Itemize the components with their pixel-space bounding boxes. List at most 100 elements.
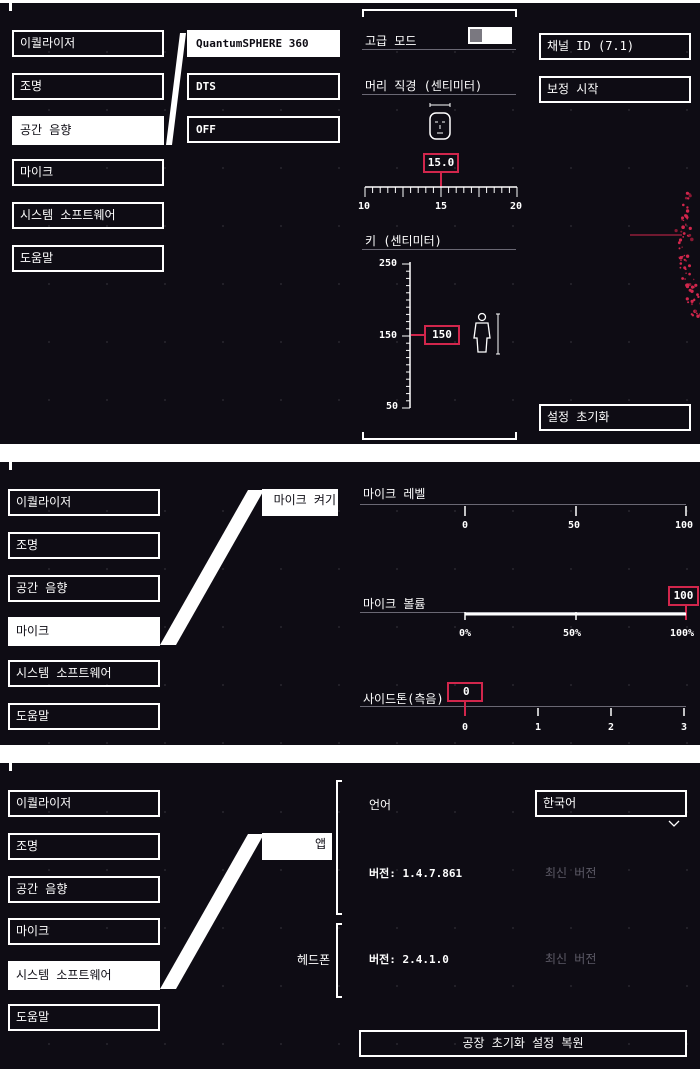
nav-help[interactable]: 도움말 [12, 245, 164, 272]
particle [683, 254, 686, 257]
nav-system-software[interactable]: 시스템 소프트웨어 [12, 202, 164, 229]
nav-system-software[interactable]: 시스템 소프트웨어 [8, 961, 160, 990]
nav-equalizer[interactable]: 이퀄라이저 [12, 30, 164, 57]
particle [696, 314, 700, 318]
nav-system-software[interactable]: 시스템 소프트웨어 [8, 660, 160, 687]
calibrate-button[interactable]: 보정 시작 [539, 76, 691, 103]
language-select[interactable]: 한국어 [535, 790, 687, 817]
sound-field-visual [630, 191, 700, 318]
particle [685, 191, 689, 195]
particle [680, 259, 682, 262]
particle [683, 219, 685, 222]
sidetone-value[interactable]: 0 [447, 682, 483, 702]
head-tick-20: 20 [510, 201, 523, 212]
app-tab[interactable]: 앱 [262, 833, 332, 860]
particle [685, 272, 687, 274]
nav-spatial-audio[interactable]: 공간 음향 [8, 575, 160, 602]
particle [688, 226, 692, 230]
channel-id-button[interactable]: 채널 ID (7.1) [539, 33, 691, 60]
language-label: 언어 [369, 798, 392, 812]
particle [694, 309, 698, 313]
particle [681, 246, 683, 248]
mic-volume-value[interactable]: 100 [668, 586, 699, 606]
selection-connector [160, 834, 264, 989]
particle [686, 206, 689, 209]
headphone-latest-status: 최신 버전 [545, 952, 597, 966]
particle [697, 295, 700, 299]
spatial-audio-panel: 이퀄라이저 조명 공간 음향 마이크 시스템 소프트웨어 도움말 Quantum… [0, 3, 700, 444]
panel-marker [9, 763, 12, 771]
particle [679, 256, 683, 260]
head-diameter-value[interactable]: 15.0 [423, 153, 459, 173]
nav-equalizer[interactable]: 이퀄라이저 [8, 489, 160, 516]
spatial-option-dts[interactable]: DTS [187, 73, 340, 100]
factory-reset-button[interactable]: 공장 초기화 설정 복원 [359, 1030, 687, 1057]
particle [678, 238, 683, 242]
particle [681, 216, 684, 220]
particle [690, 237, 694, 242]
nav-lighting[interactable]: 조명 [12, 73, 164, 100]
particle [684, 268, 687, 271]
particle [685, 285, 690, 289]
reset-settings-button[interactable]: 설정 초기화 [539, 404, 691, 431]
spatial-option-quantumsphere[interactable]: QuantumSPHERE 360 [187, 30, 340, 57]
particle [674, 229, 678, 233]
microphone-panel: 이퀄라이저 조명 공간 음향 마이크 시스템 소프트웨어 도움말 마이크 켜기 … [0, 462, 700, 745]
divider [360, 504, 686, 505]
particle [687, 197, 690, 200]
particle [678, 247, 681, 250]
mic-volume-label: 마이크 볼륨 [363, 597, 426, 611]
particle [687, 301, 690, 304]
nav-help[interactable]: 도움말 [8, 1004, 160, 1031]
particle [688, 264, 691, 268]
sidetone-slider[interactable] [462, 702, 700, 718]
chevron-down-icon[interactable] [668, 820, 680, 828]
particle [688, 233, 692, 237]
nav-microphone[interactable]: 마이크 [8, 617, 160, 646]
mic-level-label: 마이크 레벨 [363, 487, 426, 501]
particle [678, 256, 680, 258]
bottom-bracket [362, 432, 517, 440]
nav-spatial-audio[interactable]: 공간 음향 [12, 116, 164, 145]
particle [682, 203, 685, 207]
particle [677, 241, 681, 245]
sidetone-tick-1: 1 [535, 722, 542, 733]
mic-volume-slider[interactable] [462, 606, 700, 624]
particle [694, 283, 698, 287]
head-diameter-slider[interactable] [360, 173, 520, 197]
height-label: 키 (센티미터) [365, 234, 442, 248]
height-value[interactable]: 150 [424, 325, 460, 345]
height-slider[interactable] [402, 258, 422, 418]
particle [690, 303, 694, 306]
nav-lighting[interactable]: 조명 [8, 532, 160, 559]
nav-microphone[interactable]: 마이크 [12, 159, 164, 186]
particle [679, 266, 682, 269]
particle [685, 224, 687, 226]
nav-lighting[interactable]: 조명 [8, 833, 160, 860]
particle [679, 262, 683, 265]
sidetone-tick-0: 0 [462, 722, 469, 733]
mic-on-toggle[interactable]: 마이크 켜기 [262, 489, 338, 516]
divider [360, 706, 686, 707]
nav-microphone[interactable]: 마이크 [8, 918, 160, 945]
divider [362, 94, 516, 95]
sidetone-label: 사이드톤(측음) [363, 692, 444, 706]
particle [693, 298, 696, 302]
particle [685, 209, 690, 213]
particle [683, 258, 686, 261]
advanced-mode-toggle[interactable] [468, 27, 512, 44]
headphone-bracket [336, 923, 342, 998]
particle [681, 225, 685, 229]
app-bracket [336, 780, 342, 915]
particle [685, 297, 689, 301]
mic-level-tick-50: 50 [568, 520, 581, 531]
toggle-knob [470, 29, 482, 42]
nav-spatial-audio[interactable]: 공간 음향 [8, 876, 160, 903]
nav-help[interactable]: 도움말 [8, 703, 160, 730]
mic-level-tick-0: 0 [462, 520, 469, 531]
nav-equalizer[interactable]: 이퀄라이저 [8, 790, 160, 817]
particle [684, 278, 686, 280]
selection-connector [166, 33, 186, 145]
head-tick-15: 15 [435, 201, 448, 212]
spatial-option-off[interactable]: OFF [187, 116, 340, 143]
